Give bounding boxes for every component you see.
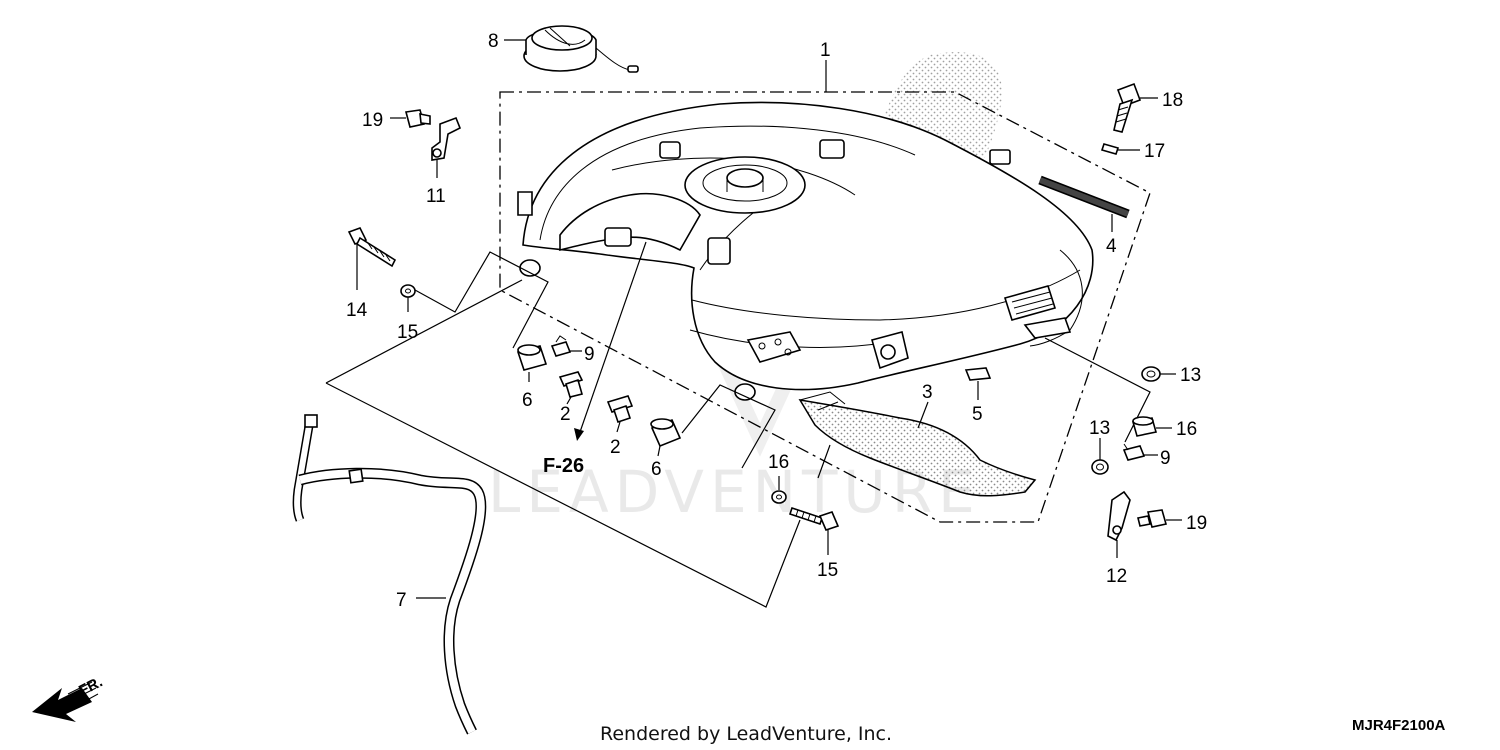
rubber-2-center: [606, 395, 634, 424]
bracket-12: [1107, 490, 1131, 542]
callout-19-top: 19: [362, 110, 383, 131]
rubber-2-left: [558, 371, 584, 398]
nut-13-upper: [1141, 366, 1161, 382]
callout-4: 4: [1106, 236, 1117, 257]
callout-14-left: 14: [346, 300, 368, 321]
bolt-18: [1113, 82, 1142, 133]
strip-4: [1038, 175, 1130, 219]
front-direction-arrow: [32, 681, 99, 722]
callout-1: 1: [820, 40, 831, 61]
callout-6-left: 6: [522, 390, 533, 411]
bracket-11: [431, 116, 462, 161]
diagram-code: MJR4F2100A: [1352, 717, 1446, 734]
fuel-cap: [523, 25, 639, 73]
collar-6-left: [516, 344, 548, 371]
clip-9: [1122, 443, 1146, 461]
reference-arrow: [574, 241, 647, 441]
callout-10: 9: [584, 344, 595, 365]
callout-11: 11: [426, 186, 446, 207]
collar-6-center: [650, 418, 682, 448]
callout-14-center: 15: [817, 560, 838, 581]
guard-3: [798, 391, 1037, 497]
bolt-14-center: [788, 506, 840, 531]
callout-3: 3: [922, 382, 933, 403]
callout-13-upper: 13: [1180, 365, 1201, 386]
grommet-5: [964, 367, 992, 381]
callout-16: 16: [1176, 419, 1197, 440]
bolt-19-lower: [1137, 509, 1168, 528]
footer-credit: Rendered by LeadVenture, Inc.: [600, 723, 892, 745]
callout-8: 8: [488, 31, 499, 52]
callout-15-center: 16: [768, 452, 789, 473]
fuel-tank: [517, 101, 1094, 401]
callout-2-left: 2: [560, 404, 571, 425]
callout-13-lower: 13: [1089, 418, 1110, 439]
callout-12: 12: [1106, 566, 1127, 587]
washer-15-center: [771, 490, 787, 504]
callout-19-lower: 19: [1186, 513, 1207, 534]
clip-10: [550, 335, 572, 357]
grommet-16: [1131, 416, 1158, 437]
washer-15-left: [400, 284, 416, 298]
callout-5: 5: [972, 404, 983, 425]
callout-18: 18: [1162, 90, 1183, 111]
bolt-14-left: [347, 227, 397, 268]
callout-6-center: 6: [651, 459, 662, 480]
watermark-text: LEADVENTURE: [488, 458, 981, 526]
collar-17: [1100, 143, 1120, 155]
callout-9: 9: [1160, 448, 1171, 469]
bolt-19-top: [404, 109, 431, 128]
callout-17: 17: [1144, 141, 1165, 162]
callout-7: 7: [396, 590, 407, 611]
hose-7: [292, 414, 487, 735]
reference-label: F-26: [543, 455, 584, 477]
nut-13-lower: [1091, 459, 1109, 475]
callout-2-center: 2: [610, 437, 621, 458]
